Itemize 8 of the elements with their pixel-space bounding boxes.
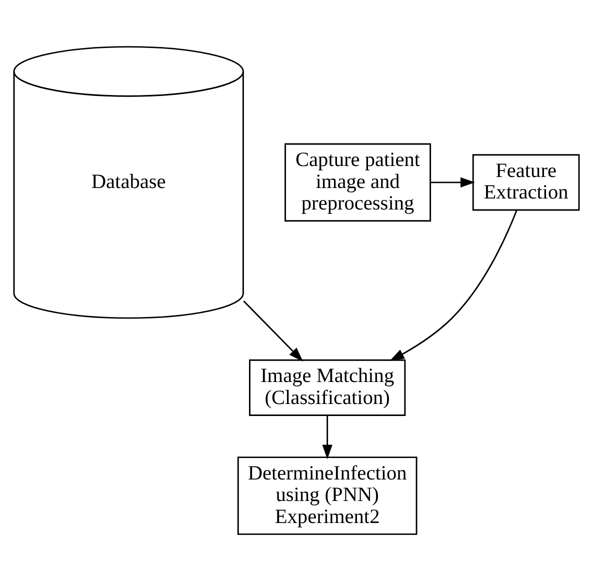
node-box: Capture patient image and preprocessing [284,143,432,222]
node-box: Image Matching (Classification) [249,359,406,416]
node-box: Feature Extraction [472,154,580,211]
node-box: DetermineInfection using (PNN) Experiment2 [237,456,418,535]
arrow [322,416,332,460]
arrow [243,300,304,362]
arrow [430,177,476,188]
arrow [390,210,518,361]
